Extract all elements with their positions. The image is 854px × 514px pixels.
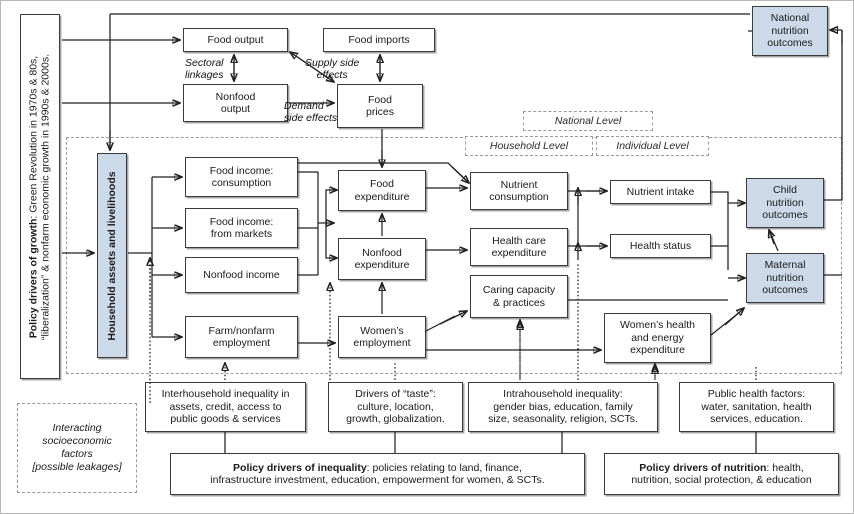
interacting-socioeconomic-factors: Interacting socioeconomic factors [possi… [17, 403, 137, 493]
level-label-individual: Individual Level [596, 136, 709, 156]
household-region-dashed [66, 137, 842, 374]
node-maternal-nutrition-outcomes: Maternal nutrition outcomes [746, 253, 824, 303]
node-food-income-consumption: Food income: consumption [185, 157, 298, 197]
node-child-nutrition-outcomes: Child nutrition outcomes [746, 178, 824, 228]
node-national-nutrition-outcomes: National nutrition outcomes [752, 6, 828, 56]
factor-box-taste: Drivers of “taste”: culture, location, g… [328, 382, 463, 432]
policy-inequality-bold: Policy drivers of inequality [233, 461, 367, 474]
policy-nutrition-line1: Policy drivers of nutrition: health, [639, 462, 804, 474]
node-womens-health-energy: Women’s health and energy expenditure [604, 313, 711, 363]
node-nutrient-intake: Nutrient intake [610, 180, 711, 204]
policy-drivers-of-growth-text: Policy drivers of growth: Green Revoluti… [28, 54, 53, 340]
edge-label-demand-side-effects: Demand side effects [284, 100, 338, 124]
level-label-national: National Level [523, 111, 653, 131]
policy-nutrition-bold: Policy drivers of nutrition [639, 461, 767, 474]
factor-box-intrahousehold: Intrahousehold inequality: gender bias, … [468, 382, 658, 432]
policy-inequality-rest: : policies relating to land, finance, [366, 461, 522, 474]
node-health-status: Health status [610, 234, 711, 258]
level-label-household: Household Level [465, 136, 593, 156]
household-assets-label: Household assets and livelihoods [105, 170, 118, 341]
policy-nutrition-line2: nutrition, social protection, & educatio… [631, 474, 812, 486]
node-caring-capacity: Caring capacity & practices [470, 275, 568, 318]
policy-drivers-of-growth-box: Policy drivers of growth: Green Revoluti… [20, 14, 60, 379]
node-health-care-expenditure: Health care expenditure [470, 228, 568, 266]
factor-box-public-health: Public health factors: water, sanitation… [679, 382, 834, 432]
node-womens-employment: Women’s employment [338, 316, 426, 358]
node-food-income-markets: Food income: from markets [185, 208, 298, 248]
node-food-expenditure: Food expenditure [338, 170, 426, 211]
node-nutrient-consumption: Nutrient consumption [470, 172, 568, 210]
node-food-prices: Food prices [337, 84, 423, 128]
policy-nutrition-rest: : health, [766, 461, 804, 474]
node-food-output: Food output [183, 28, 288, 52]
node-food-imports: Food imports [323, 28, 435, 52]
node-nonfood-income: Nonfood income [185, 257, 298, 293]
policy-growth-rest: : Green Revolution in 1970s & 80s, [27, 55, 40, 219]
node-nonfood-output: Nonfood output [183, 84, 288, 122]
policy-inequality-line2: infrastructure investment, education, em… [210, 474, 545, 486]
node-farm-nonfarm-employment: Farm/nonfarm employment [185, 316, 298, 358]
edge-label-sectoral-linkages: Sectoral linkages [185, 57, 224, 81]
edge-label-supply-side-effects: Supply side effects [305, 57, 360, 81]
policy-drivers-of-inequality-box: Policy drivers of inequality: policies r… [170, 453, 585, 495]
node-nonfood-expenditure: Nonfood expenditure [338, 238, 426, 280]
factor-box-interhousehold: Interhousehold inequality in assets, cre… [145, 382, 306, 432]
policy-growth-line2: “liberalization” & nonfarm economic grow… [40, 53, 52, 340]
policy-inequality-line1: Policy drivers of inequality: policies r… [233, 462, 522, 474]
policy-growth-bold: Policy drivers of growth [27, 218, 40, 338]
policy-drivers-of-nutrition-box: Policy drivers of nutrition: health, nut… [604, 453, 839, 495]
household-assets-box: Household assets and livelihoods [97, 153, 127, 358]
